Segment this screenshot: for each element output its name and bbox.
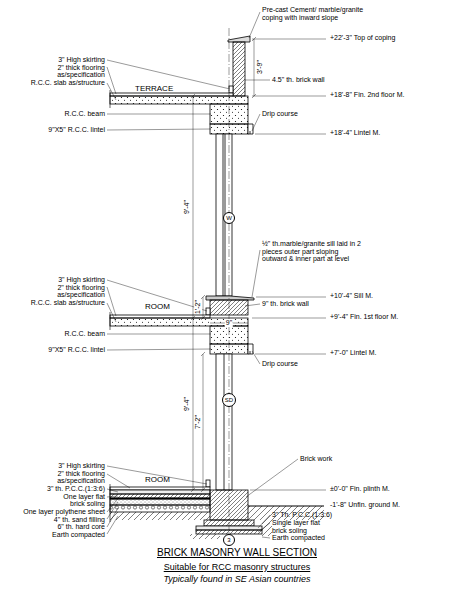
annotation-label: 4.5" th. brick wall <box>272 76 325 84</box>
callout-circle: SD <box>222 393 236 407</box>
annotation-label: R.C.C. slab as/structure <box>31 79 105 87</box>
annotation-label: 9'-4" <box>183 200 191 214</box>
annotation-label: +7'-0" Lintel M. <box>330 349 376 357</box>
annotation-label: 3" th. P.C.C.(1:3:6) <box>47 485 105 493</box>
annotation-label: Brick work <box>300 455 332 463</box>
annotation-label: 2" thick flooring as/specification <box>43 64 105 79</box>
annotation-label: ±0'-0" Fin. plinth M. <box>330 485 390 493</box>
annotation-label: +10'-4" Sill M. <box>330 292 373 300</box>
annotation-label: 1'-2" <box>194 300 202 314</box>
annotation-label: 6" th. hard core <box>57 523 105 531</box>
annotation-label: 9'-4" <box>183 397 191 411</box>
callout-text: 3 <box>227 537 230 543</box>
annotation-label: TERRACE <box>135 85 173 94</box>
annotation-label: Typically found in SE Asian countries <box>163 575 310 585</box>
annotation-label: -1'-8" Unfin. ground M. <box>330 501 400 509</box>
drawing-caption: Suitable for RCC masonry structures <box>0 562 474 572</box>
annotation-label: Single layer flat brick soling <box>272 519 328 534</box>
annotation-label: Drip course <box>262 110 298 118</box>
callout-text: SD <box>225 397 233 403</box>
annotation-label: Pre-cast Cement/ marble/granite coping w… <box>262 6 374 21</box>
annotation-label: ROOM <box>145 476 170 485</box>
annotation-label: Drip course <box>262 360 298 368</box>
callout-circle: 3 <box>223 534 235 546</box>
annotation-label: 4" th. sand filling <box>54 516 105 524</box>
drawing-title: BRICK MASONRY WALL SECTION <box>0 547 474 558</box>
annotation-label: 9" th. brick wall <box>262 300 309 308</box>
annotation-label: R.C.C. beam <box>65 110 105 118</box>
annotation-label: R.C.C. slab as/structure <box>31 299 105 307</box>
annotation-label: ½" th.marble/granite sill laid in 2 piec… <box>262 240 362 263</box>
annotation-label: 7'-2" <box>194 415 202 429</box>
callout-text: W <box>226 215 232 221</box>
annotation-label: 9"X5" R.C.C. lintel <box>48 346 105 354</box>
annotation-label: 3" High skirting <box>58 56 105 64</box>
annotation-label: R.C.C. beam <box>65 330 105 338</box>
annotation-label: One layer polythene sheet <box>23 508 105 516</box>
annotation-label: 3" High skirting <box>58 276 105 284</box>
annotation-label: 2" thick flooring as/specification <box>43 284 105 299</box>
annotation-label: Earth compacted <box>272 534 325 542</box>
annotation-label: 9" <box>225 319 233 327</box>
annotation-label: 3" High skirting <box>58 462 105 470</box>
annotation-label: +18'-4" Lintel M. <box>330 129 380 137</box>
callout-circle: W <box>223 212 235 224</box>
annotation-label: 9"X5" R.C.C. lintel <box>48 126 105 134</box>
annotation-label: +18'-8" Fin. 2nd floor M. <box>330 91 404 99</box>
annotation-label: 2" thick flooring as/specification <box>43 470 105 485</box>
annotation-label: +9'-4" Fin. 1st floor M. <box>330 313 398 321</box>
annotation-label: One layer flat brick soling <box>49 493 105 508</box>
annotation-label: 3'-9" <box>256 60 264 74</box>
annotation-label: 3" Th. P.C.C.(1:3:6) <box>272 511 332 519</box>
annotation-label: +22'-3" Top of coping <box>330 34 395 42</box>
annotation-label: ROOM <box>145 303 170 312</box>
annotation-label: Earth compacted <box>52 531 105 539</box>
